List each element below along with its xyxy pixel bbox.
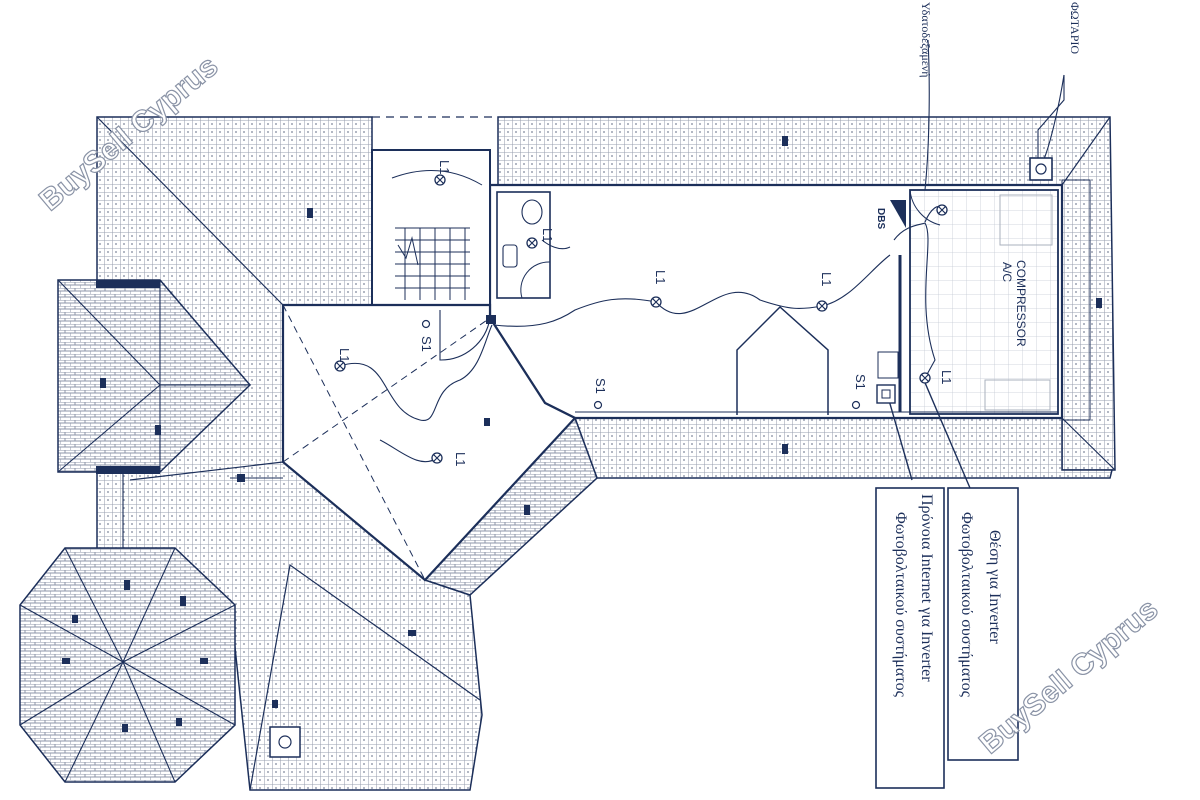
compass-arrow-icon xyxy=(484,418,490,426)
light-fixture-icon xyxy=(431,452,443,464)
compass-arrow-icon xyxy=(782,136,788,146)
legend-inverter-position: Θέση για Inverter Φωτοβολταικού συστήματ… xyxy=(947,487,1019,761)
interior-rooms xyxy=(281,149,1091,582)
compass-arrow-icon xyxy=(1096,298,1102,308)
compressor-text: COMPRESSOR xyxy=(1014,260,1028,347)
light-fixture-icon xyxy=(936,204,948,216)
light-label: L1 xyxy=(939,370,954,384)
light-fixture-icon xyxy=(650,296,662,308)
compass-arrow-icon xyxy=(100,378,106,388)
light-fixture-icon xyxy=(919,372,931,384)
compass-arrow-icon xyxy=(72,615,78,623)
legend-internet: Πρόνοια Internet για Inverter Φωτοβολται… xyxy=(875,487,945,789)
fixture-labels: L1 L1 L1 L1 L1 L1 L1 S1 S1 S1 xyxy=(337,160,954,466)
switch-icon xyxy=(851,400,861,410)
compass-arrow-icon xyxy=(176,718,182,726)
switch-label: S1 xyxy=(853,374,868,390)
light-fixture-icon xyxy=(816,300,828,312)
water-heater-label: Υδατοδεξαμενή xyxy=(919,2,933,78)
light-label: L1 xyxy=(540,228,555,242)
compass-arrow-icon xyxy=(180,596,186,606)
switches xyxy=(421,319,861,410)
light-label: L1 xyxy=(819,272,834,286)
switch-icon xyxy=(421,319,431,329)
legend-internet-line2: Φωτοβολταικού συστήματος xyxy=(892,512,909,698)
dbs-label: DBS xyxy=(875,208,886,229)
light-fixture-icon xyxy=(526,237,538,249)
compass-arrow-icon xyxy=(782,444,788,454)
compass-arrow-icon xyxy=(272,700,278,708)
skylight-icon xyxy=(1029,157,1053,181)
light-label: L1 xyxy=(337,348,352,362)
light-fixture-icon xyxy=(434,174,446,186)
inverter-box-icon xyxy=(876,384,896,404)
ac-text: A/C xyxy=(1000,262,1014,282)
switch-label: S1 xyxy=(593,378,608,394)
compass-arrow-icon xyxy=(408,630,416,636)
symbols: DBS xyxy=(269,157,1053,758)
compass-arrow-icon xyxy=(62,658,70,664)
switch-label: S1 xyxy=(419,336,434,352)
skylight-label: ΦΩΤΑΡΙΟ xyxy=(1068,2,1082,54)
outlet-icon xyxy=(269,726,301,758)
compressor-label: COMPRESSOR A/C xyxy=(1000,260,1028,347)
legend-inverter-line2: Φωτοβολταικού συστήματος xyxy=(958,512,975,698)
legend-internet-line1: Πρόνοια Internet για Inverter xyxy=(918,494,935,682)
light-label: L1 xyxy=(653,270,668,284)
distribution-board-icon xyxy=(890,200,906,228)
light-label: L1 xyxy=(437,160,452,174)
slope-arrows xyxy=(62,136,1102,732)
compass-arrow-icon xyxy=(307,208,313,218)
compass-arrow-icon xyxy=(124,580,130,590)
light-fixture-icon xyxy=(334,360,346,372)
compass-arrow-icon xyxy=(122,724,128,732)
compass-arrow-icon xyxy=(237,474,245,482)
light-label: L1 xyxy=(453,452,468,466)
compass-arrow-icon xyxy=(155,425,161,435)
compass-arrow-icon xyxy=(200,658,208,664)
legend-inverter-line1: Θέση για Inverter xyxy=(986,530,1003,644)
compass-arrow-icon xyxy=(524,505,530,515)
switch-icon xyxy=(593,400,603,410)
